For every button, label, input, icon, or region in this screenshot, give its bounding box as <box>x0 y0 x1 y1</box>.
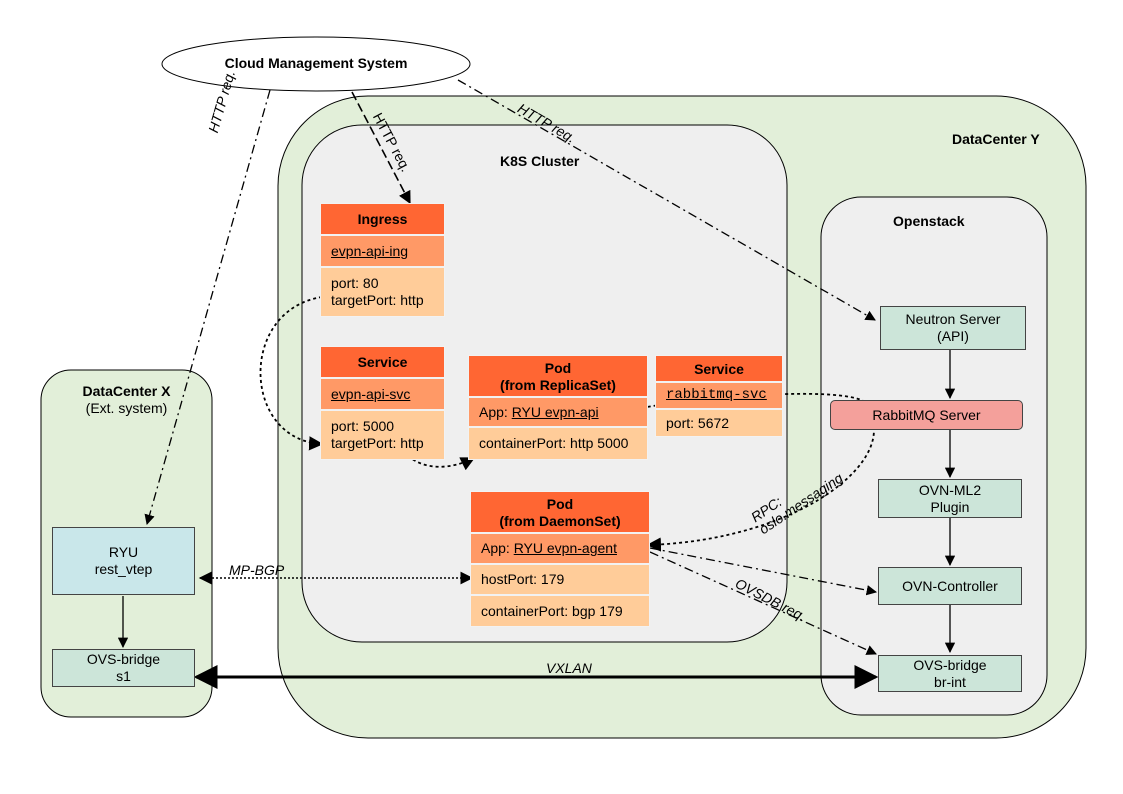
controller-label: OVN-Controller <box>902 577 998 594</box>
ryu-line2: rest_vtep <box>94 561 153 577</box>
neutron-line2: (API) <box>937 328 969 344</box>
ml2-line2: Plugin <box>930 498 970 515</box>
ingress-header: Ingress <box>320 203 445 235</box>
edge-rabbit-to-agent <box>646 409 875 552</box>
pod-replicaset-app-name: RYU evpn-api <box>511 403 599 420</box>
service-api-name: evpn-api-svc <box>320 378 445 410</box>
pod-replicaset-port: containerPort: http 5000 <box>468 427 648 460</box>
pod-replicaset-container-port: containerPort: http 5000 <box>479 435 629 451</box>
pod-replicaset-header-line1: Pod <box>544 360 572 376</box>
ingress-box: Ingress evpn-api-ing port: 80 targetPort… <box>320 203 445 317</box>
rabbitmq-label: RabbitMQ Server <box>872 406 981 423</box>
edge-ingress-to-service <box>259 296 324 451</box>
edge-http-mid <box>351 91 411 205</box>
service-rabbit-name: rabbitmq-svc <box>655 382 783 409</box>
service-api-target-port: targetPort: http <box>331 435 424 451</box>
ryu-rest-vtep-node: RYU rest_vtep <box>52 527 195 595</box>
service-api-port: port: 5000 <box>331 418 395 434</box>
service-rabbit-header: Service <box>655 355 783 382</box>
ml2-line1: OVN-ML2 <box>918 481 982 498</box>
pod-replicaset-app: App: RYU evpn-api <box>468 397 648 427</box>
pod-daemonset-header-line1: Pod <box>546 496 574 512</box>
brint-line2: br-int <box>934 673 966 690</box>
service-rabbit-box: Service rabbitmq-svc port: 5672 <box>655 355 783 437</box>
edge-label-mpbgp: MP-BGP <box>229 562 285 578</box>
ovs-s1-line1: OVS-bridge <box>86 651 161 667</box>
service-rabbit-name-text: rabbitmq-svc <box>666 387 767 403</box>
edge-http-left <box>144 89 271 526</box>
service-rabbit-port-text: port: 5672 <box>666 414 730 431</box>
ingress-name: evpn-api-ing <box>320 235 445 267</box>
edge-agent-to-brint <box>649 551 877 655</box>
cms-ellipse <box>161 36 471 92</box>
ovn-ml2-plugin-node: OVN-ML2 Plugin <box>878 479 1022 518</box>
datacenter-x-title: DataCenter X <box>82 383 171 399</box>
pod-daemonset-app-prefix: App: <box>481 540 514 556</box>
ryu-line1: RYU <box>108 544 139 560</box>
openstack-title: Openstack <box>893 213 965 229</box>
datacenter-x-subtitle: (Ext. system) <box>85 400 168 416</box>
ingress-ports: port: 80 targetPort: http <box>320 267 445 317</box>
pod-daemonset-header: Pod (from DaemonSet) <box>470 491 650 533</box>
neutron-server-node: Neutron Server (API) <box>880 306 1026 350</box>
rabbitmq-server-node: RabbitMQ Server <box>830 400 1023 430</box>
pod-daemonset-header-line2: (from DaemonSet) <box>499 513 621 529</box>
cms-label: Cloud Management System <box>224 55 408 71</box>
pod-daemonset-host-port: hostPort: 179 <box>470 564 650 595</box>
ovn-controller-node: OVN-Controller <box>878 567 1022 605</box>
pod-replicaset-box: Pod (from ReplicaSet) App: RYU evpn-api … <box>468 355 648 460</box>
pod-replicaset-header-line2: (from ReplicaSet) <box>500 377 616 393</box>
service-api-header: Service <box>320 346 445 378</box>
service-api-name-text: evpn-api-svc <box>331 385 411 402</box>
service-api-ports: port: 5000 targetPort: http <box>320 410 445 460</box>
pod-daemonset-box: Pod (from DaemonSet) App: RYU evpn-agent… <box>470 491 650 627</box>
service-api-box: Service evpn-api-svc port: 5000 targetPo… <box>320 346 445 460</box>
ingress-name-text: evpn-api-ing <box>331 242 409 259</box>
ovs-bridge-br-int-node: OVS-bridge br-int <box>878 655 1022 692</box>
openstack-region <box>820 196 1048 716</box>
ovs-s1-line2: s1 <box>116 668 131 684</box>
neutron-line1: Neutron Server <box>905 311 1001 327</box>
edge-http-right <box>457 79 876 321</box>
edge-label-vxlan: VXLAN <box>546 660 592 676</box>
pod-daemonset-container-port: containerPort: bgp 179 <box>470 595 650 627</box>
pod-daemonset-host-port-text: hostPort: 179 <box>481 571 565 587</box>
service-rabbit-port: port: 5672 <box>655 409 783 437</box>
ingress-target-port: targetPort: http <box>331 292 424 308</box>
k8s-cluster-title: K8S Cluster <box>500 153 580 169</box>
ovs-bridge-s1-node: OVS-bridge s1 <box>52 649 195 687</box>
ingress-port: port: 80 <box>331 275 379 291</box>
pod-daemonset-container-port-text: containerPort: bgp 179 <box>481 602 623 619</box>
pod-replicaset-header: Pod (from ReplicaSet) <box>468 355 648 397</box>
pod-replicaset-app-prefix: App: <box>479 403 512 420</box>
pod-daemonset-app-name: RYU evpn-agent <box>513 540 617 556</box>
pod-daemonset-app: App: RYU evpn-agent <box>470 533 650 564</box>
edge-agent-to-controller <box>649 547 878 596</box>
datacenter-y-title: DataCenter Y <box>952 131 1040 147</box>
brint-line1: OVS-bridge <box>913 656 987 673</box>
